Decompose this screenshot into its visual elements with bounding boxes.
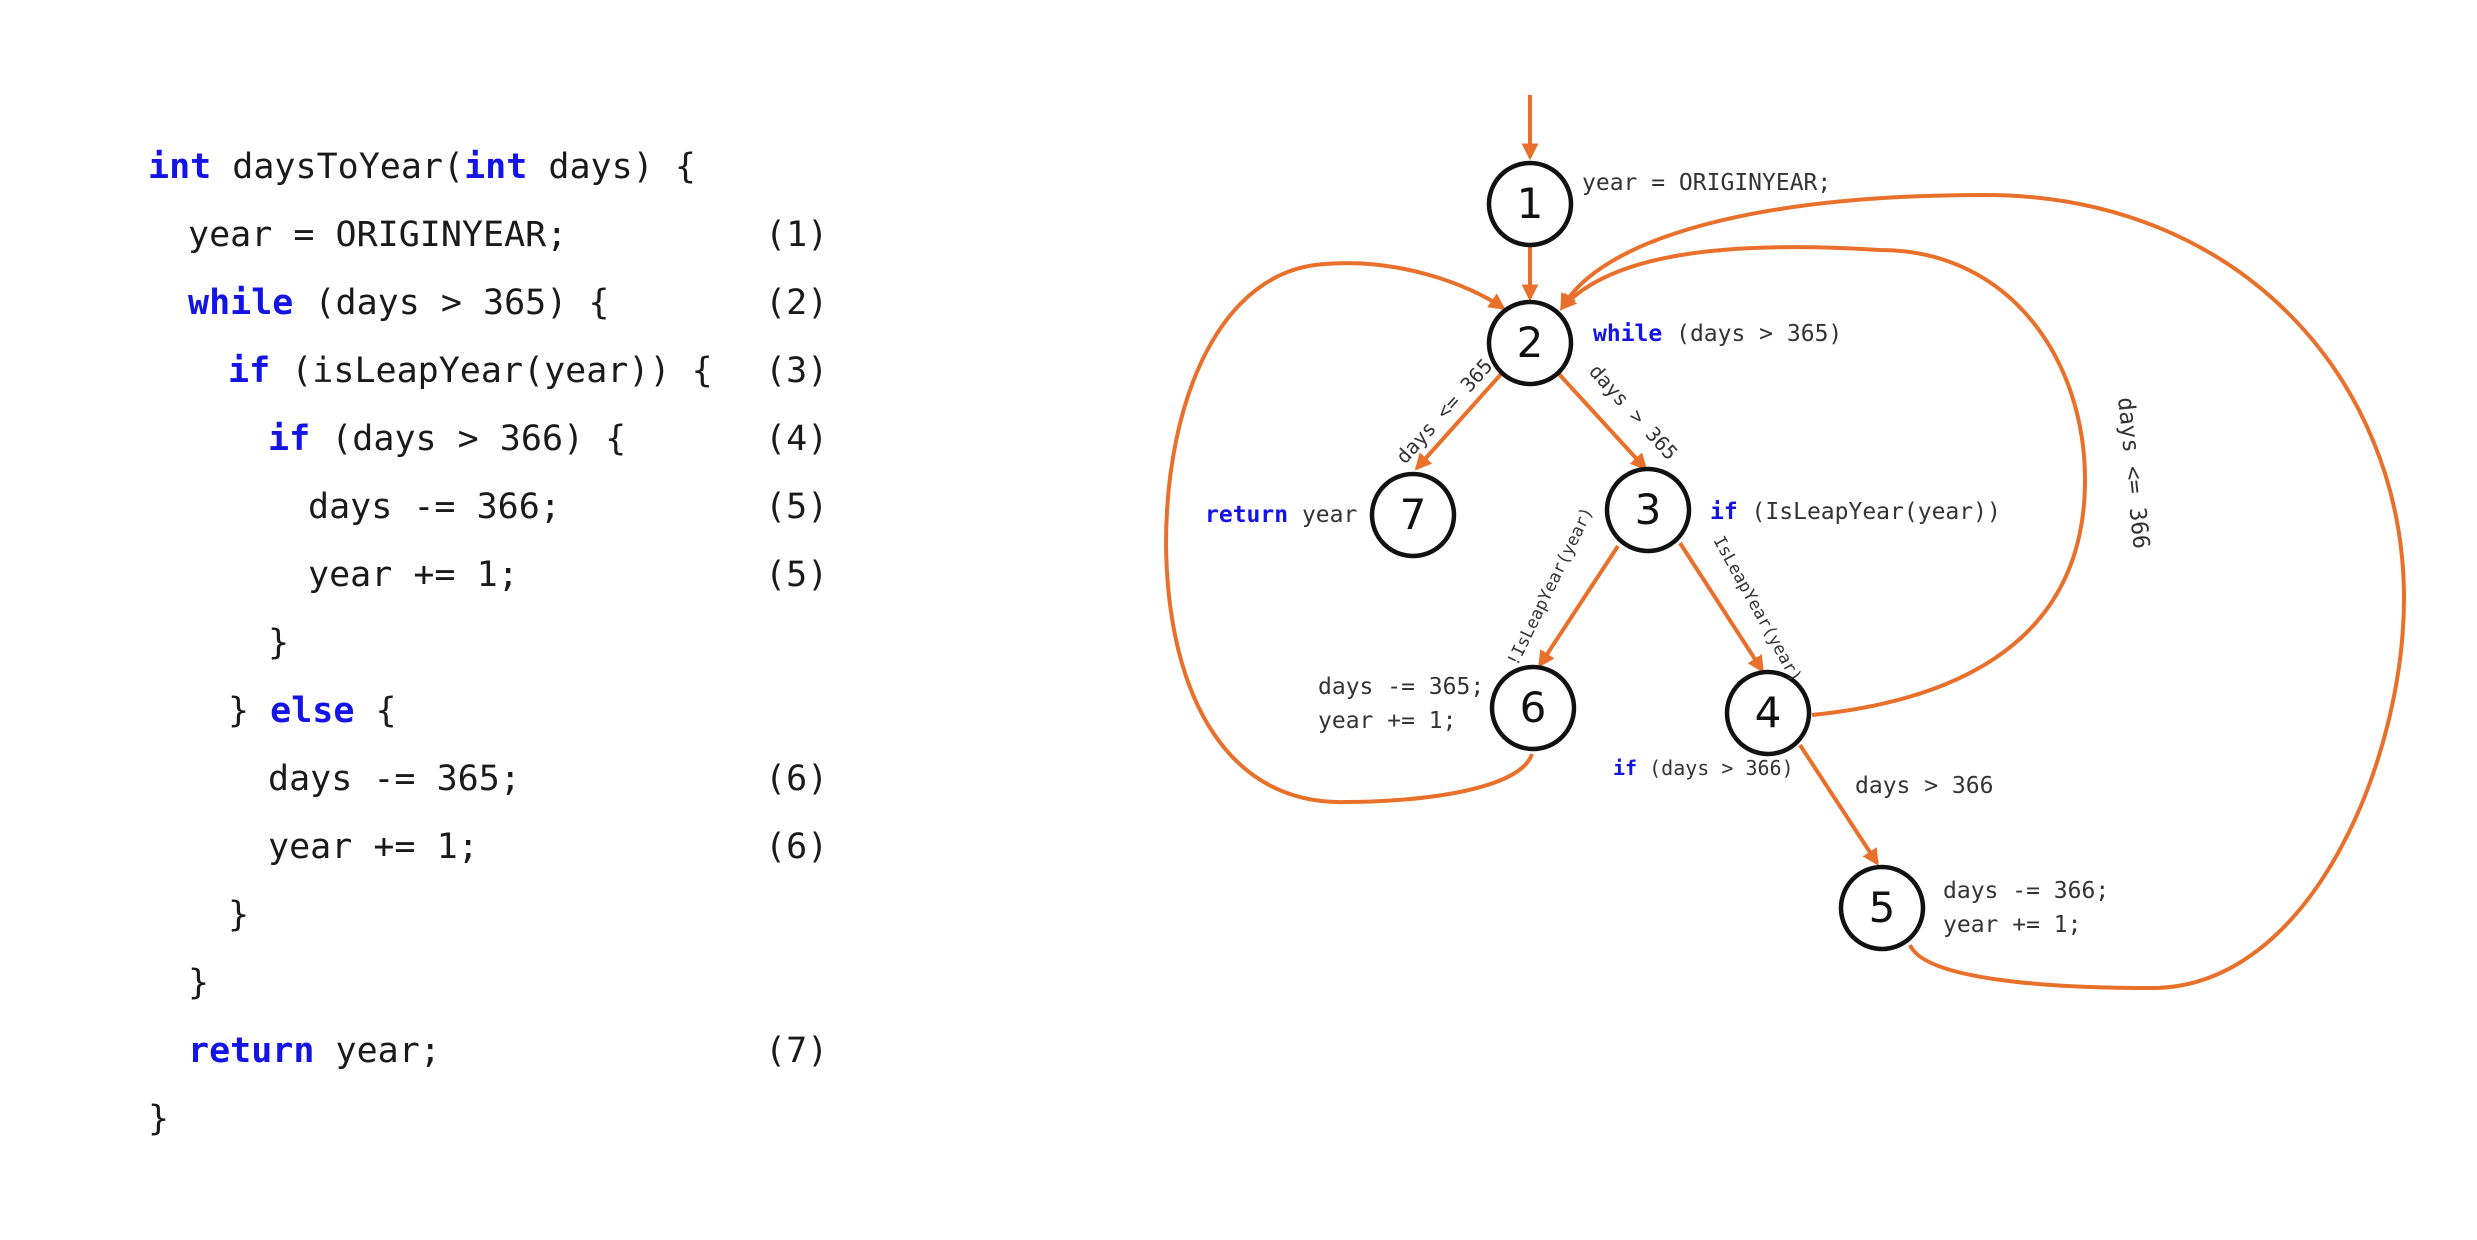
code-keyword: while xyxy=(188,283,293,323)
code-line-tag: (7) xyxy=(765,1031,828,1071)
node-3-number: 3 xyxy=(1635,485,1662,534)
code-line-tag: (5) xyxy=(765,555,828,595)
code-line-tag: (2) xyxy=(765,283,828,323)
node-7-number: 7 xyxy=(1400,490,1427,539)
node-4: 4 xyxy=(1724,669,1812,757)
code-text: year += 1; xyxy=(308,555,519,595)
code-listing: int daysToYear(int days) { year = ORIGINY… xyxy=(148,147,828,1139)
node-2: 2 xyxy=(1486,299,1574,387)
edge-4-5 xyxy=(1798,743,1879,866)
node-2-number: 2 xyxy=(1517,318,1544,367)
code-text: days) { xyxy=(527,147,696,187)
node-labels: year = ORIGINYEAR; while (days > 365) if… xyxy=(1205,170,2109,938)
code-line-tag: (6) xyxy=(765,759,828,799)
code-line: year += 1; xyxy=(308,555,519,595)
edge-2-7-label: days <= 365 xyxy=(1391,354,1497,468)
code-line: } xyxy=(228,895,249,935)
code-line: return year; xyxy=(188,1031,441,1071)
node-2-label: while (days > 365) xyxy=(1593,321,1842,347)
code-text: days -= 365; xyxy=(268,759,521,799)
code-text: year = ORIGINYEAR; xyxy=(188,215,567,255)
code-line-tag: (6) xyxy=(765,827,828,867)
edge-2-3-label: days > 365 xyxy=(1584,359,1682,465)
node-6-label-line2: year += 1; xyxy=(1318,708,1456,734)
code-text: } xyxy=(268,623,289,663)
code-line: if (isLeapYear(year)) { xyxy=(228,351,713,391)
node-4-condition: (days > 366) xyxy=(1637,756,1794,780)
code-line-tag: (3) xyxy=(765,351,828,391)
code-text: year += 1; xyxy=(268,827,479,867)
code-line: } xyxy=(268,623,289,663)
edge-4-2-label: days <= 366 xyxy=(2112,396,2154,550)
code-line: while (days > 365) { xyxy=(188,283,609,323)
code-keyword: return xyxy=(188,1031,314,1071)
code-keyword: else xyxy=(270,691,354,731)
node-2-keyword: while xyxy=(1593,321,1662,347)
code-text: { xyxy=(354,691,396,731)
node-4-keyword: if xyxy=(1613,756,1637,780)
code-line: year += 1; xyxy=(268,827,479,867)
graph-edges xyxy=(1163,95,2407,991)
code-text: days -= 366; xyxy=(308,487,561,527)
node-7-keyword: return xyxy=(1205,502,1288,528)
edge-3-6-label: !IsLeapYear(year) xyxy=(1504,504,1598,669)
edge-5-2 xyxy=(1560,192,2407,991)
code-text: } xyxy=(148,1099,169,1139)
code-keyword: int xyxy=(464,147,527,187)
code-line: days -= 366; xyxy=(308,487,561,527)
code-line: year = ORIGINYEAR; xyxy=(188,215,567,255)
code-text: daysToYear( xyxy=(211,147,464,187)
node-2-condition: (days > 365) xyxy=(1662,321,1842,347)
edge-3-4 xyxy=(1678,541,1764,673)
node-3-condition: (IsLeapYear(year)) xyxy=(1738,499,2001,525)
code-text: } xyxy=(188,963,209,1003)
edge-2-3 xyxy=(1556,371,1648,471)
node-3: 3 xyxy=(1604,466,1692,554)
code-keyword: int xyxy=(148,147,211,187)
node-5-number: 5 xyxy=(1869,883,1896,932)
code-keyword: if xyxy=(268,419,310,459)
edge-4-2 xyxy=(1559,245,2088,717)
code-line-tag: (1) xyxy=(765,215,828,255)
code-text: } xyxy=(228,691,270,731)
node-3-keyword: if xyxy=(1710,499,1738,525)
code-text: (isLeapYear(year)) { xyxy=(270,351,713,391)
graph-nodes: 1 2 3 4 5 6 7 xyxy=(1369,160,1926,952)
node-1-number: 1 xyxy=(1517,179,1544,228)
code-line-tag: (4) xyxy=(765,419,828,459)
node-3-label: if (IsLeapYear(year)) xyxy=(1710,499,2001,525)
code-line: } else { xyxy=(228,691,397,731)
code-text: (days > 366) { xyxy=(310,419,626,459)
edge-2-7 xyxy=(1414,371,1504,471)
code-text: (days > 365) { xyxy=(293,283,609,323)
node-6-label-line1: days -= 365; xyxy=(1318,674,1484,700)
code-text: year; xyxy=(314,1031,440,1071)
node-5: 5 xyxy=(1838,864,1926,952)
node-7-label: return year xyxy=(1205,502,1357,528)
code-line: if (days > 366) { xyxy=(268,419,626,459)
code-line: } xyxy=(148,1099,169,1139)
code-line: days -= 365; xyxy=(268,759,521,799)
edge-6-2 xyxy=(1163,261,1534,805)
node-5-label-line2: year += 1; xyxy=(1943,912,2081,938)
node-1: 1 xyxy=(1486,160,1574,248)
code-line-tag: (5) xyxy=(765,487,828,527)
node-1-label: year = ORIGINYEAR; xyxy=(1582,170,1831,196)
code-line: } xyxy=(188,963,209,1003)
node-4-number: 4 xyxy=(1755,688,1782,737)
code-line: int daysToYear(int days) { xyxy=(148,147,696,187)
code-keyword: if xyxy=(228,351,270,391)
node-5-label-line1: days -= 366; xyxy=(1943,878,2109,904)
edge-4-5-label: days > 366 xyxy=(1855,773,1993,799)
node-7: 7 xyxy=(1369,471,1457,559)
edge-3-6 xyxy=(1538,544,1620,668)
node-7-value: year xyxy=(1288,502,1357,528)
node-4-label: if (days > 366) xyxy=(1613,756,1794,780)
node-6-number: 6 xyxy=(1520,683,1547,732)
code-text: } xyxy=(228,895,249,935)
node-6: 6 xyxy=(1489,664,1577,752)
